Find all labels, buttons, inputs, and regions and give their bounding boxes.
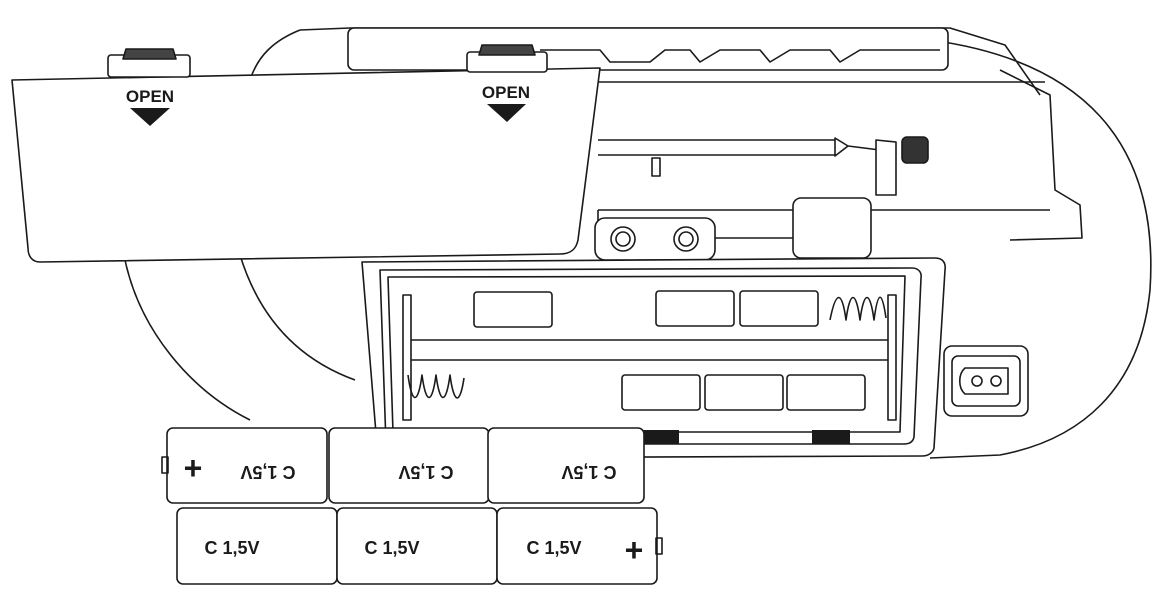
ac-power-socket[interactable] <box>943 345 1029 417</box>
battery-label-bottom-2: C 1,5V <box>364 538 419 558</box>
battery-bottom-2: C 1,5V <box>336 507 498 585</box>
battery-bottom-3: C 1,5V + <box>496 507 663 585</box>
lid-latch-left[interactable] <box>107 48 191 78</box>
battery-compartment <box>361 257 946 459</box>
open-arrow-right-icon <box>487 104 526 122</box>
spring-bottom-left-icon <box>407 374 465 399</box>
battery-label-bottom-1: C 1,5V <box>204 538 259 558</box>
battery-top-1: + C 1,5V <box>161 427 328 504</box>
battery-label-bottom-3: C 1,5V <box>526 538 581 558</box>
battery-plus-bottom-icon: + <box>625 532 644 568</box>
lid-latch-right[interactable] <box>466 44 548 73</box>
battery-top-row: + C 1,5V C 1,5V C 1,5V <box>161 427 645 504</box>
open-label-left: OPEN <box>126 87 174 106</box>
battery-lid[interactable]: OPEN OPEN <box>11 44 601 263</box>
battery-plus-top-icon: + <box>184 450 203 486</box>
battery-top-3: C 1,5V <box>487 427 645 504</box>
battery-bottom-1: C 1,5V <box>176 507 338 585</box>
battery-label-top-1: C 1,5V <box>240 462 295 482</box>
battery-label-top-3: C 1,5V <box>561 462 616 482</box>
battery-top-2: C 1,5V <box>328 427 490 504</box>
antenna <box>598 136 929 196</box>
battery-bottom-row: C 1,5V C 1,5V C 1,5V + <box>176 507 663 585</box>
radio-body <box>124 27 1152 459</box>
jack-panel <box>594 197 872 261</box>
open-label-right: OPEN <box>482 83 530 102</box>
battery-label-top-2: C 1,5V <box>398 462 453 482</box>
spring-top-right-icon <box>829 296 887 321</box>
carry-handle <box>347 27 949 71</box>
open-arrow-left-icon <box>130 108 170 126</box>
